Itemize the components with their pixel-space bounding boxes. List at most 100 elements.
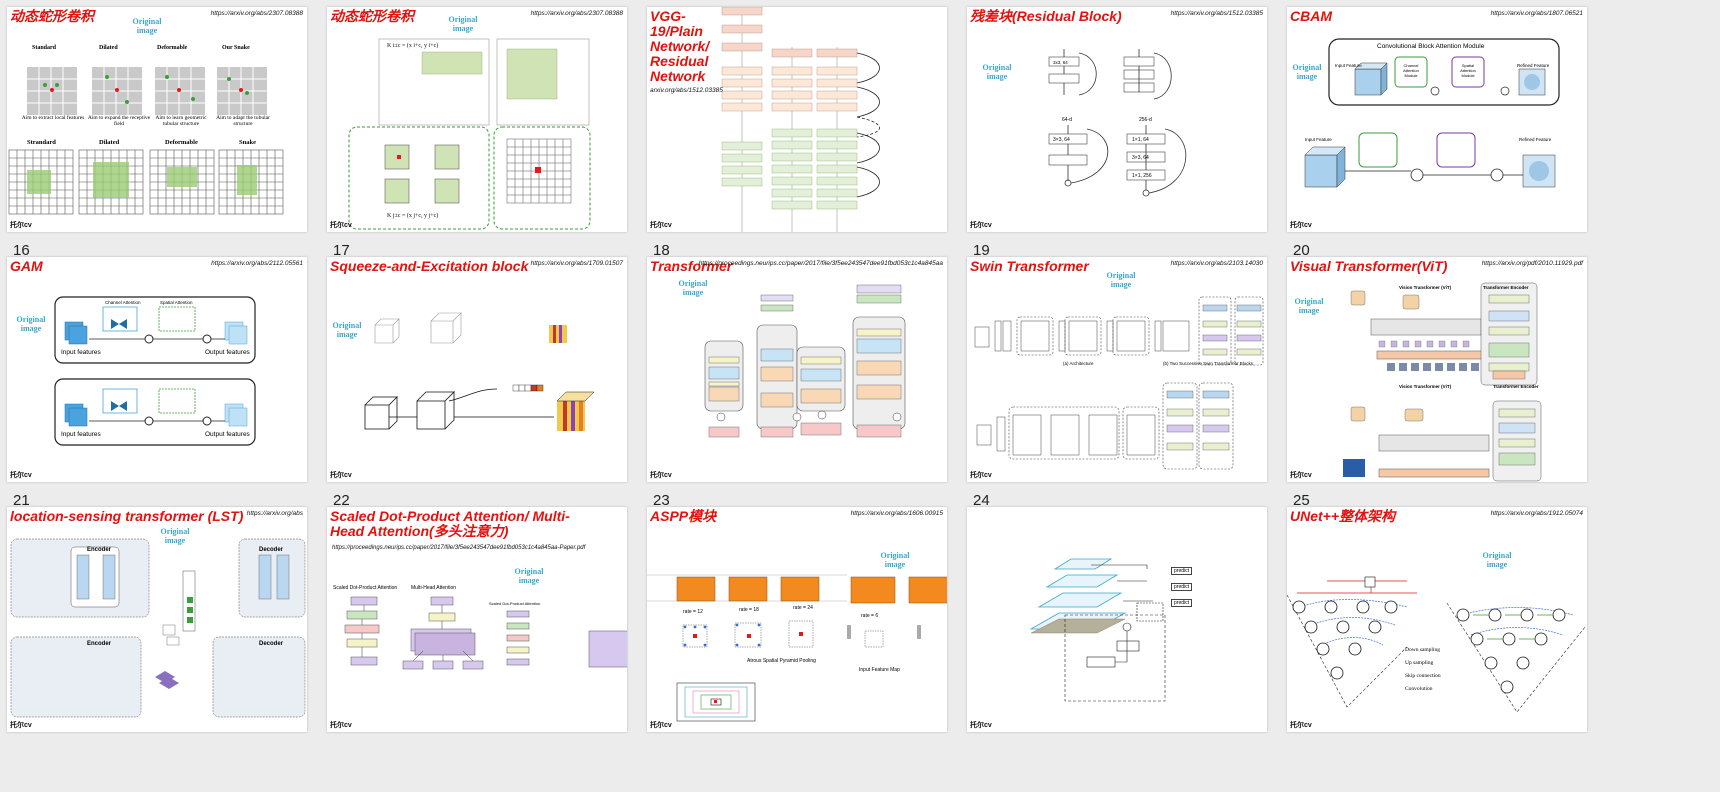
- slide-title: 动态蛇形卷积: [10, 8, 94, 24]
- slide-cell-aspp[interactable]: ASPP模块 https://arxiv.org/abs/1606.00915 …: [640, 500, 947, 776]
- slide-thumbnail[interactable]: Scaled Dot-Product Attention/ Multi-Head…: [327, 507, 627, 732]
- slide-logo: 托尔cv: [10, 472, 32, 479]
- svg-text:K j±c = (x j+c, y j+c): K j±c = (x j+c, y j+c): [387, 212, 438, 219]
- legend-item: Down sampling: [1405, 647, 1440, 653]
- slide-number: 22: [333, 492, 350, 509]
- slide-cell-25[interactable]: Visual Transformer(ViT) https://arxiv.or…: [1280, 250, 1587, 526]
- original-image-label: Original image: [448, 15, 478, 33]
- panel-caption: Aim to adapt the tubular structure: [216, 115, 270, 127]
- se-block-figure: [364, 312, 595, 431]
- encoder-label: Transformer Encoder: [1493, 384, 1539, 389]
- input-feature-label: Input Feature: [1305, 137, 1332, 142]
- slide-thumbnail[interactable]: CBAM https://arxiv.org/abs/1807.06521 Or…: [1287, 7, 1587, 232]
- slide-cell-21[interactable]: GAM https://arxiv.org/abs/2112.05561 Ori…: [0, 250, 307, 526]
- slide-thumbnail[interactable]: Squeeze-and-Excitation block https://arx…: [327, 257, 627, 482]
- output-features-label: Output features: [205, 349, 250, 356]
- panel-caption: Aim to extract local features: [21, 115, 85, 121]
- slide-cell-22[interactable]: Squeeze-and-Excitation block https://arx…: [320, 250, 627, 526]
- svg-text:64-d: 64-d: [1062, 117, 1072, 123]
- swin-transformer-figure: [974, 296, 1264, 470]
- channel-attention-label: Channel Attention Module: [1403, 63, 1419, 78]
- slide-logo: 托尔cv: [650, 722, 672, 729]
- refined-feature-label: Refined Feature: [1519, 137, 1552, 142]
- aspp-caption: Atrous Spatial Pyramid Pooling: [747, 658, 816, 664]
- slide-title: Transformer: [650, 258, 733, 274]
- vit-label: Vision Transformer (ViT): [1399, 285, 1452, 290]
- slide-cell-lst[interactable]: location-sensing transformer (LST) https…: [0, 500, 307, 776]
- svg-text:256-d: 256-d: [1139, 117, 1152, 123]
- slide-thumbnail[interactable]: Visual Transformer(ViT) https://arxiv.or…: [1287, 257, 1587, 482]
- slide-number: 19: [973, 242, 990, 259]
- vit-label: Vision Transformer (ViT): [1399, 384, 1452, 389]
- slide-url: https://arxiv.org/pdf/2010.11929.pdf: [1481, 260, 1583, 267]
- slide-cell-23[interactable]: Transformer https://proceedings.neurips.…: [640, 250, 947, 526]
- slide-cell-17[interactable]: K i±c = (x i+c, y i+c) K j±c = (x j+c, y…: [320, 0, 627, 276]
- input-features-label: Input features: [61, 349, 101, 356]
- slide-thumbnail[interactable]: K i±c = (x i+c, y i+c) K j±c = (x j+c, y…: [327, 7, 627, 232]
- output-features-label: Output features: [205, 431, 250, 438]
- slide-logo: 托尔cv: [970, 722, 992, 729]
- slide-url: https://arxiv.org/abs/1912.05074: [1490, 510, 1583, 517]
- slide-title: 残差块(Residual Block): [970, 8, 1122, 24]
- slide-title: Visual Transformer(ViT): [1290, 258, 1448, 274]
- legend-item: Up sampling: [1405, 660, 1434, 666]
- slide-thumbnail[interactable]: Swin Transformer https://arxiv.org/abs/2…: [967, 257, 1267, 482]
- slide-cell-attention[interactable]: Scaled Dot-Product Attention/ Multi-Head…: [320, 500, 627, 776]
- input-features-label: Input features: [61, 431, 101, 438]
- original-image-label: Original image: [880, 551, 910, 569]
- slide-logo: 托尔cv: [650, 472, 672, 479]
- slide-url: arxiv.org/abs/1512.03385: [650, 87, 723, 94]
- caption-architecture: (a) Architecture: [1063, 361, 1094, 366]
- slide-cell-unetpp[interactable]: UNet++整体架构 https://arxiv.org/abs/1912.05…: [1280, 500, 1587, 776]
- legend-item: Skip connection: [1405, 673, 1441, 679]
- slide-thumbnail[interactable]: GAM https://arxiv.org/abs/2112.05561 Ori…: [7, 257, 307, 482]
- slide-url: https://arxiv.org/abs/2103.14030: [1170, 260, 1263, 267]
- slide-cell-19[interactable]: 3x3, 64 3×3, 64 1×1, 64 3×3, 64 1×1, 256…: [960, 0, 1267, 276]
- original-image-label: Original image: [1482, 551, 1512, 569]
- slide-url: https://arxiv.org/abs/2112.05561: [211, 260, 303, 267]
- slide-thumbnail[interactable]: VGG-19/Plain Network/ Residual Network a…: [647, 7, 947, 232]
- slide-cell-20[interactable]: CBAM https://arxiv.org/abs/1807.06521 Or…: [1280, 0, 1587, 276]
- svg-text:1×1, 256: 1×1, 256: [1132, 173, 1152, 179]
- slide-url: https://arxiv.org/abs: [246, 510, 303, 517]
- slide-title: Squeeze-and-Excitation block: [330, 258, 529, 274]
- original-image-label: Original image: [132, 17, 162, 35]
- snake-conv-figure: [8, 67, 284, 215]
- panel-label: Deformable: [157, 45, 188, 51]
- rate-label: rate = 18: [739, 607, 759, 613]
- vit-figure: [1343, 282, 1542, 482]
- slide-thumbnail[interactable]: Transformer https://proceedings.neurips.…: [647, 257, 947, 482]
- channel-attention-label: Channel Attention: [105, 300, 141, 305]
- slide-cell-fpn[interactable]: predict predict predict 托尔cv: [960, 500, 1267, 776]
- sdpa-label: Scaled Dot-Product Attention: [333, 585, 398, 591]
- aspp-figure: [647, 574, 947, 722]
- slide-thumbnail[interactable]: 动态蛇形卷积 https://arxiv.org/abs/2307.08388 …: [7, 7, 307, 232]
- slide-thumbnail[interactable]: predict predict predict 托尔cv: [967, 507, 1267, 732]
- slide-thumbnail[interactable]: ASPP模块 https://arxiv.org/abs/1606.00915 …: [647, 507, 947, 732]
- slide-title: VGG-19/Plain Network/ Residual Network: [650, 8, 710, 84]
- slide-logo: 托尔cv: [1290, 722, 1312, 729]
- slide-url: https://arxiv.org/abs/2307.08388: [530, 10, 623, 17]
- rate-label: rate = 12: [683, 609, 703, 615]
- slide-thumbnail[interactable]: 3x3, 64 3×3, 64 1×1, 64 3×3, 64 1×1, 256…: [967, 7, 1267, 232]
- slide-title: UNet++整体架构: [1290, 508, 1396, 524]
- slide-cell-16[interactable]: 动态蛇形卷积 https://arxiv.org/abs/2307.08388 …: [0, 0, 307, 276]
- slide-cell-24[interactable]: Swin Transformer https://arxiv.org/abs/2…: [960, 250, 1267, 526]
- slide-thumbnail[interactable]: location-sensing transformer (LST) https…: [7, 507, 307, 732]
- slide-logo: 托尔cv: [970, 472, 992, 479]
- slide-thumbnail[interactable]: UNet++整体架构 https://arxiv.org/abs/1912.05…: [1287, 507, 1587, 732]
- panel-label: Dilated: [99, 45, 118, 51]
- original-image-label: Original image: [16, 315, 46, 333]
- slide-logo: 托尔cv: [330, 472, 352, 479]
- slide-logo: 托尔cv: [10, 222, 32, 229]
- original-image-label: Original image: [1292, 63, 1322, 81]
- slide-number: 18: [653, 242, 670, 259]
- panel-caption: Aim to expand the receptive field: [87, 115, 151, 127]
- slide-title: Swin Transformer: [970, 258, 1089, 274]
- spatial-attention-label: Spatial Attention Module: [1460, 63, 1476, 78]
- attention-figure: [344, 596, 627, 670]
- slide-url: https://arxiv.org/abs/1807.06521: [1490, 10, 1583, 17]
- panel-caption: Aim to learn geometric tubular structure: [155, 115, 207, 127]
- original-image-label: Original image: [332, 321, 362, 339]
- slide-cell-18[interactable]: VGG-19/Plain Network/ Residual Network a…: [640, 0, 947, 276]
